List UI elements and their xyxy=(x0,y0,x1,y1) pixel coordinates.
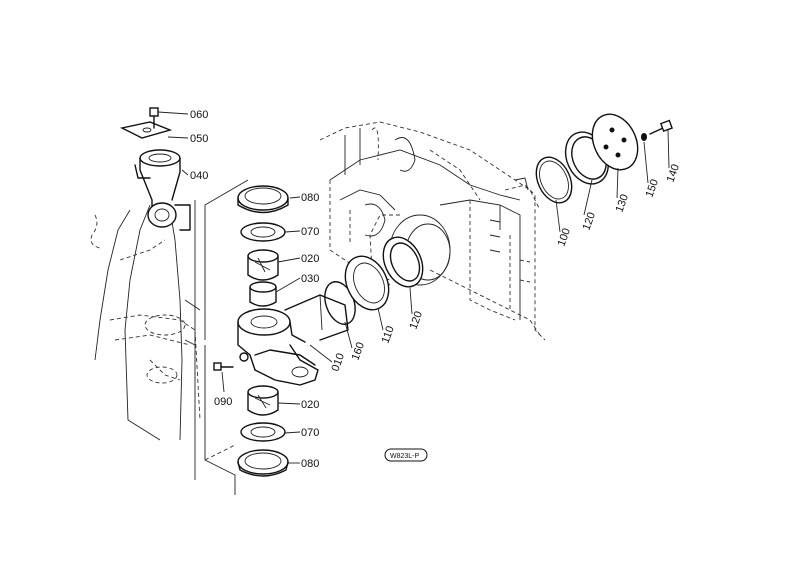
seal-080-upper xyxy=(237,185,289,214)
callout-140: 140 xyxy=(665,163,683,184)
drawing-stamp-text: W823L-P xyxy=(390,453,420,460)
drawing-stamp: W823L-P xyxy=(384,448,428,462)
callout-100: 100 xyxy=(556,227,574,248)
seal-110 xyxy=(344,255,390,311)
callout-080-lower: 080 xyxy=(301,458,319,470)
knuckle-010 xyxy=(237,294,349,386)
callout-040: 040 xyxy=(190,170,208,182)
bolt-090 xyxy=(213,362,234,371)
callout-160: 160 xyxy=(350,341,368,362)
bushing-030 xyxy=(249,281,277,307)
axle-housing-outline xyxy=(319,121,546,341)
seal-120-axle xyxy=(382,236,424,288)
bushing-020-lower xyxy=(247,385,279,416)
callout-120-end: 120 xyxy=(581,211,599,232)
callout-labels: 060 050 040 080 070 020 030 010 160 110 … xyxy=(190,109,682,470)
callout-130: 130 xyxy=(614,193,632,214)
callout-070-lower: 070 xyxy=(301,427,319,439)
bolt-140 xyxy=(649,119,673,135)
callout-010: 010 xyxy=(330,352,348,373)
seal-080-lower xyxy=(237,449,289,477)
callout-080-upper: 080 xyxy=(301,192,319,204)
callout-050: 050 xyxy=(190,133,208,145)
leader-lines xyxy=(157,111,670,464)
cover-130 xyxy=(591,113,639,171)
ring-070-lower xyxy=(240,422,286,442)
bushing-020-upper xyxy=(247,249,279,281)
ring-100 xyxy=(535,156,573,204)
callout-020-lower: 020 xyxy=(301,399,319,411)
callout-070-upper: 070 xyxy=(301,226,319,238)
callout-150: 150 xyxy=(644,178,662,199)
washer-150 xyxy=(641,133,647,141)
callout-110: 110 xyxy=(380,324,397,345)
steering-bracket-040 xyxy=(134,149,191,231)
callout-090: 090 xyxy=(214,396,232,408)
ring-070-upper xyxy=(240,222,286,242)
plate-050 xyxy=(119,121,173,139)
callout-120-axle: 120 xyxy=(408,310,426,331)
callout-030: 030 xyxy=(301,273,319,285)
stack-bracket-lines xyxy=(204,179,249,495)
callout-060: 060 xyxy=(190,109,208,121)
callout-020-upper: 020 xyxy=(301,253,319,265)
frame-outline xyxy=(90,200,201,480)
